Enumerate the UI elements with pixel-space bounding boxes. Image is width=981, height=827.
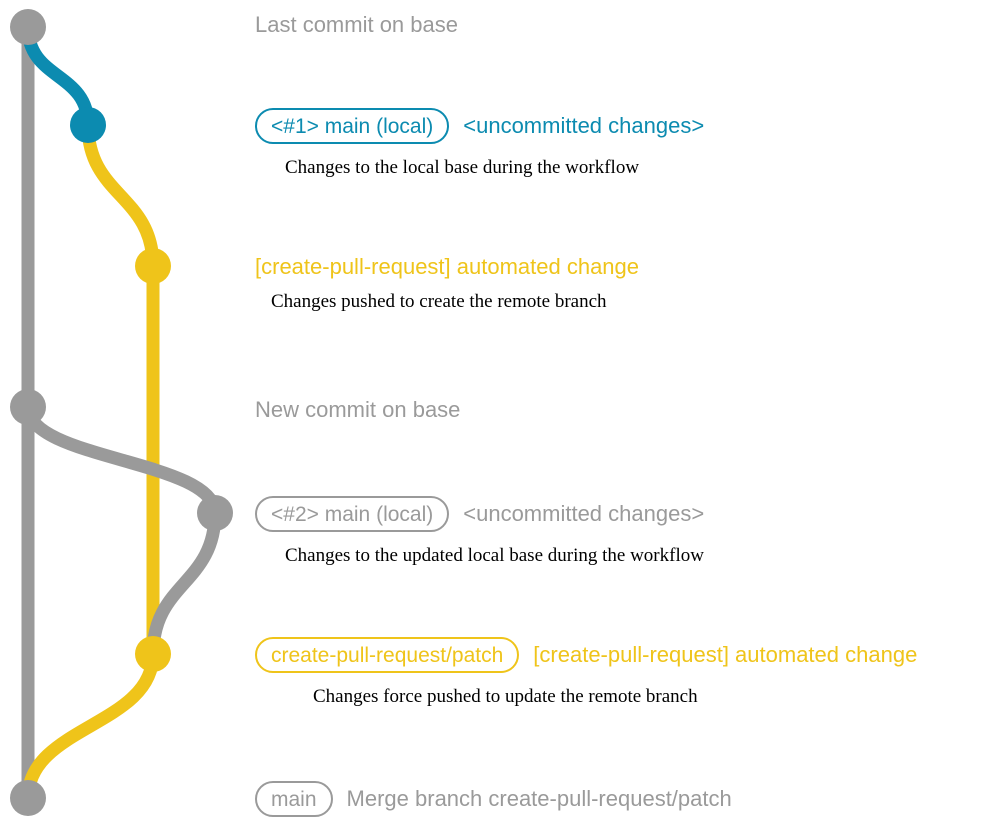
branch-badge-local-2[interactable]: <#2> main (local): [255, 496, 450, 532]
entry-subtext: Changes pushed to create the remote bran…: [271, 291, 607, 312]
commit-node-local-1[interactable]: [70, 107, 106, 143]
edge-patch-n6-n7: [21, 647, 160, 805]
edge-merge-n5-n6: [146, 506, 222, 661]
branch-badge-patch[interactable]: create-pull-request/patch: [255, 637, 520, 673]
entry-headline: <uncommitted changes>: [463, 501, 705, 526]
entry-headline: Last commit on base: [255, 12, 458, 37]
entry-last-commit-on-base: Last commit on base: [255, 14, 458, 36]
entry-automated-change-1: [create-pull-request] automated change C…: [255, 254, 640, 312]
entry-subtext: Changes force pushed to update the remot…: [313, 686, 698, 707]
entry-headline: [create-pull-request] automated change: [533, 642, 918, 667]
entry-subtext: Changes to the local base during the wor…: [285, 157, 640, 178]
entry-headline: [create-pull-request] automated change: [255, 254, 640, 279]
commit-node-last-commit-on-base[interactable]: [10, 9, 46, 45]
branch-badge-main[interactable]: main: [255, 781, 333, 817]
entry-local-1: <#1> main (local) <uncommitted changes> …: [255, 108, 704, 177]
entry-merge: main Merge branch create-pull-request/pa…: [255, 781, 732, 817]
entry-new-commit-on-base: New commit on base: [255, 399, 460, 421]
entry-headline: New commit on base: [255, 397, 461, 422]
commit-node-automated-change-2[interactable]: [135, 636, 171, 672]
entry-headline: Merge branch create-pull-request/patch: [346, 786, 732, 811]
commit-node-new-commit-on-base[interactable]: [10, 389, 46, 425]
commit-node-local-2[interactable]: [197, 495, 233, 531]
commit-node-merge[interactable]: [10, 780, 46, 816]
edge-merge-n4-n5: [21, 400, 222, 520]
entry-headline: <uncommitted changes>: [463, 113, 705, 138]
edge-patch-n2-n3: [81, 118, 160, 273]
entry-subtext: Changes to the updated local base during…: [285, 545, 704, 566]
commit-node-automated-change-1[interactable]: [135, 248, 171, 284]
entry-local-2: <#2> main (local) <uncommitted changes> …: [255, 496, 704, 565]
entry-automated-change-2: create-pull-request/patch [create-pull-r…: [255, 637, 917, 706]
branch-badge-local-1[interactable]: <#1> main (local): [255, 108, 450, 144]
